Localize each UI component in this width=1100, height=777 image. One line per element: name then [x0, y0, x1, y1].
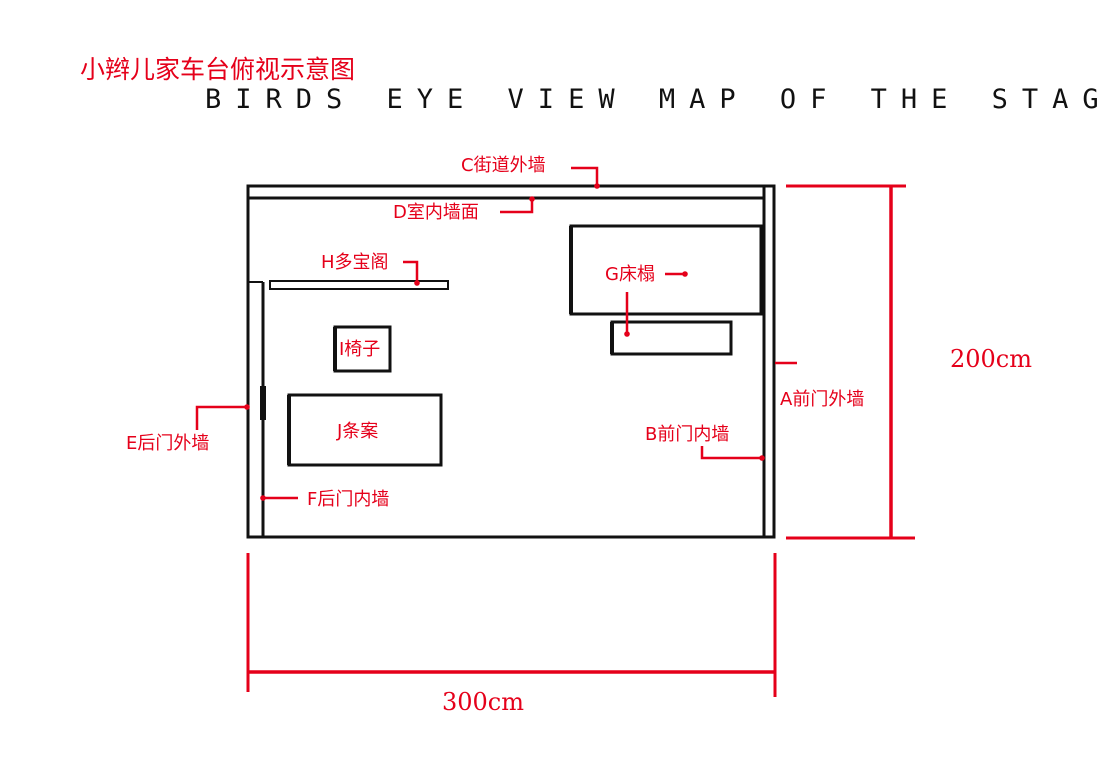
leader-h — [403, 260, 419, 283]
bed-step — [610, 320, 733, 356]
dimension-height: 200cm — [950, 345, 1033, 373]
leader-d — [500, 198, 534, 214]
label-j-table: J条案 — [337, 421, 379, 442]
label-f-back-inner-wall: F后门内墙 — [307, 489, 390, 510]
label-b-front-inner-wall: B前门内墙 — [645, 424, 730, 445]
dimension-width: 300cm — [442, 688, 525, 716]
bed-g — [569, 224, 763, 316]
title-english: BIRDS EYE VIEW MAP OF THE STAGE — [205, 84, 1100, 115]
label-d-interior-wall: D室内墙面 — [393, 202, 479, 223]
label-i-chair: I椅子 — [339, 339, 381, 360]
stage-structure — [246, 184, 776, 539]
label-h-shelf: H多宝阁 — [321, 252, 389, 273]
stage-outline — [246, 184, 776, 539]
label-e-back-outer-wall: E后门外墙 — [126, 433, 210, 454]
leader-e — [195, 405, 247, 430]
leader-c — [571, 166, 599, 186]
label-c-street-wall: C街道外墙 — [461, 155, 546, 176]
leader-lines — [195, 166, 797, 500]
label-g-bed: G床榻 — [605, 264, 655, 285]
dimension-lines — [246, 184, 915, 697]
title-chinese: 小辫儿家车台俯视示意图 — [80, 55, 356, 84]
label-a-front-outer-wall: A前门外墙 — [780, 389, 865, 410]
leader-b — [700, 446, 762, 460]
leader-dots — [244, 183, 765, 501]
shelf-h-duobaoge — [269, 280, 449, 290]
